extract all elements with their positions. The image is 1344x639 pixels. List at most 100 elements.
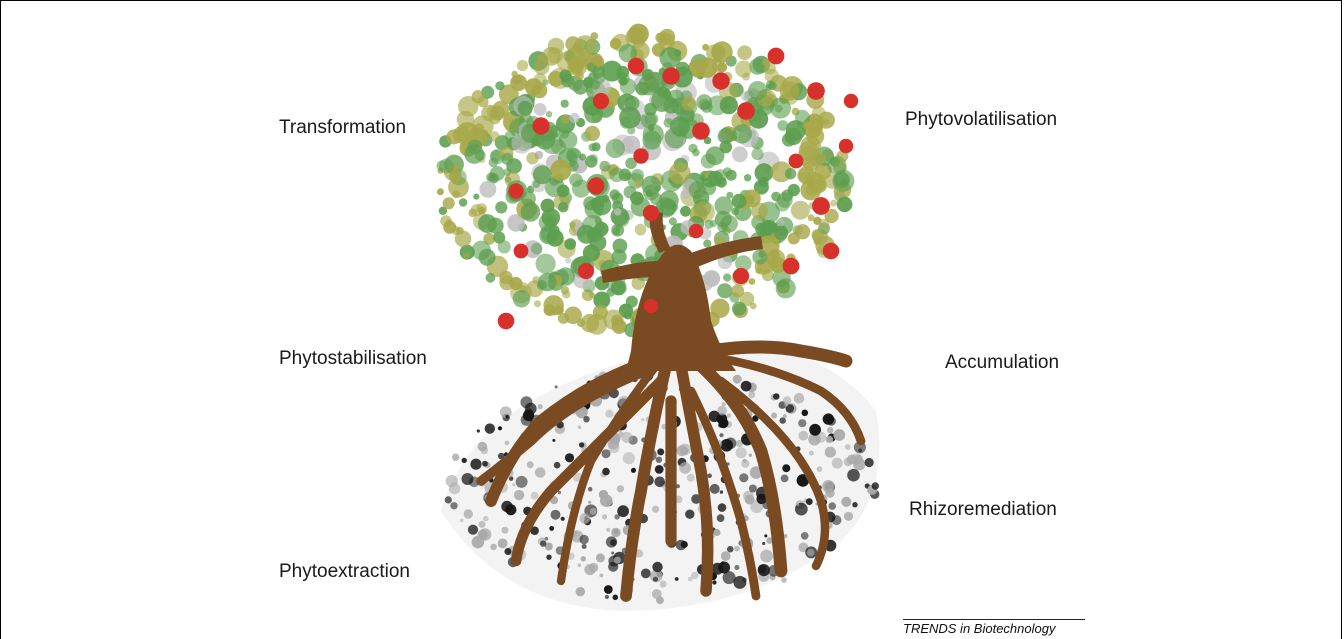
leaf-cluster <box>531 243 543 255</box>
soil-speck <box>478 442 488 452</box>
soil-speck <box>736 447 747 458</box>
leaf-cluster <box>452 190 460 198</box>
fruit <box>823 243 840 260</box>
soil-speck <box>741 381 752 392</box>
label-phytovolatilisation: Phytovolatilisation <box>905 109 1057 131</box>
leaf-cluster <box>446 130 461 145</box>
soil-speck <box>605 410 613 418</box>
soil-speck <box>783 414 787 418</box>
soil-speck <box>685 510 694 519</box>
leaf-cluster <box>699 99 710 110</box>
soil-speck <box>588 501 591 504</box>
soil-speck <box>565 453 574 462</box>
soil-speck <box>725 438 737 450</box>
soil-speck <box>579 535 588 544</box>
leaf-cluster <box>712 60 725 73</box>
leaf-cluster <box>758 177 769 188</box>
soil-speck <box>809 451 814 456</box>
soil-speck <box>554 462 561 469</box>
soil-speck <box>464 509 473 518</box>
soil-speck <box>809 424 821 436</box>
leaf-cluster <box>493 232 505 244</box>
leaf-cluster <box>762 269 774 281</box>
soil-speck <box>827 417 836 426</box>
label-transformation: Transformation <box>279 117 406 139</box>
fruit <box>633 148 648 163</box>
leaf-cluster <box>521 202 541 222</box>
leaf-cluster <box>751 148 763 160</box>
leaf-cluster <box>565 257 571 263</box>
leaf-cluster <box>601 195 609 203</box>
soil-speck <box>817 466 823 472</box>
soil-speck <box>660 581 667 588</box>
leaf-cluster <box>567 56 587 76</box>
soil-speck <box>679 462 691 474</box>
leaf-cluster <box>437 188 444 195</box>
leaf-cluster <box>547 230 564 247</box>
leaf-cluster <box>573 80 588 95</box>
fruit <box>789 154 804 169</box>
leaf-cluster <box>774 226 788 240</box>
soil-speck <box>841 497 851 507</box>
leaf-cluster <box>501 153 513 165</box>
soil-speck <box>578 425 582 429</box>
leaf-cluster <box>533 165 552 184</box>
leaf-cluster <box>624 311 632 319</box>
soil-speck <box>688 577 693 582</box>
leaf-cluster <box>499 275 514 290</box>
fruit <box>807 82 825 100</box>
soil-speck <box>865 458 874 467</box>
leaf-cluster <box>680 206 691 217</box>
soil-speck <box>538 404 543 409</box>
soil-speck <box>602 449 611 458</box>
leaf-cluster <box>641 112 657 128</box>
leaf-cluster <box>574 35 596 57</box>
leaf-cluster <box>671 204 678 211</box>
soil-speck <box>847 469 860 482</box>
soil-speck <box>851 454 862 465</box>
leaf-cluster <box>732 302 746 316</box>
leaf-cluster <box>706 44 724 62</box>
leaf-cluster <box>492 101 509 118</box>
fruit <box>593 93 609 109</box>
fruit <box>498 313 515 330</box>
leaf-cluster <box>517 60 528 71</box>
soil-speck <box>551 510 561 520</box>
soil-speck <box>614 557 621 564</box>
leaf-cluster <box>495 81 504 90</box>
leaf-cluster <box>473 194 479 200</box>
soil-speck <box>654 477 665 488</box>
leaf-cluster <box>546 111 552 117</box>
soil-speck <box>604 585 613 594</box>
soil-speck <box>771 413 777 419</box>
soil-speck <box>764 534 767 537</box>
fruit <box>712 72 729 89</box>
leaf-cluster <box>803 121 812 130</box>
soil-speck <box>742 578 747 583</box>
leaf-cluster <box>561 100 569 108</box>
leaf-cluster <box>791 201 810 220</box>
leaf-cluster <box>593 305 608 320</box>
soil-speck <box>527 461 534 468</box>
soil-speck <box>832 458 843 469</box>
soil-speck <box>723 571 736 584</box>
leaf-cluster <box>751 203 768 220</box>
soil-speck <box>741 460 749 468</box>
leaf-cluster <box>812 229 824 241</box>
leaf-cluster <box>541 199 555 213</box>
soil-speck <box>720 490 723 493</box>
leaf-cluster <box>592 57 601 66</box>
soil-speck <box>613 595 619 601</box>
soil-speck <box>606 528 610 532</box>
leaf-cluster <box>455 231 472 248</box>
leaf-cluster <box>538 273 556 291</box>
soil-speck <box>794 393 805 404</box>
leaf-cluster <box>469 209 478 218</box>
leaf-cluster <box>443 197 455 209</box>
leaf-cluster <box>609 167 624 182</box>
soil-speck <box>641 418 644 421</box>
leaf-cluster <box>585 155 597 167</box>
leaf-cluster <box>526 152 538 164</box>
soil-speck <box>506 415 509 418</box>
